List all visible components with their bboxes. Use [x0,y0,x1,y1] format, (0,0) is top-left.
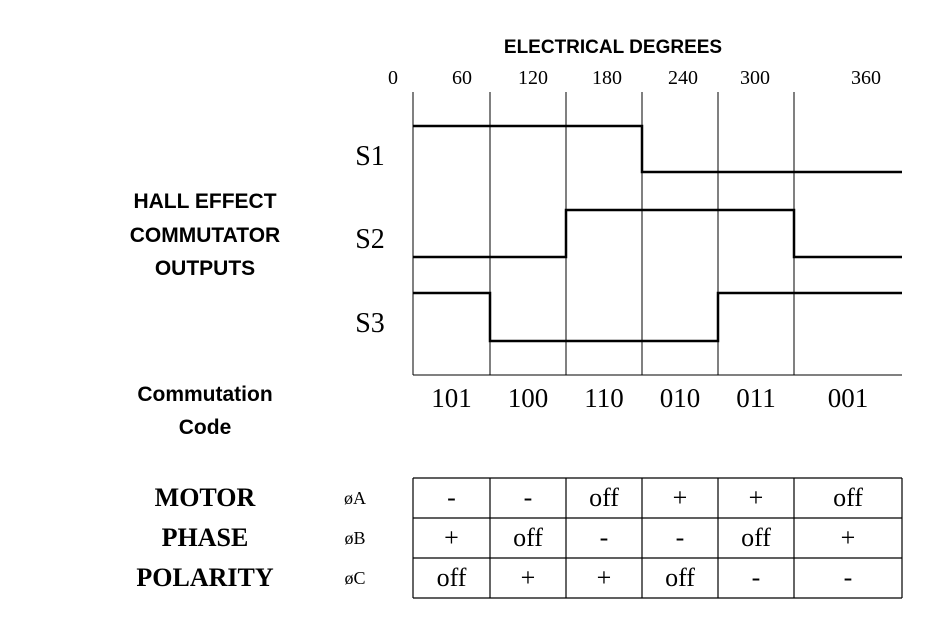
axis-title: ELECTRICAL DEGREES [504,37,722,58]
commutation-code-cell: 010 [660,383,701,413]
phase-polarity-cell: - [524,483,533,512]
phase-polarity-cell: off [589,483,619,512]
waveforms [413,124,902,343]
phase-polarity-cell: off [741,523,771,552]
motor-label-line-3: POLARITY [136,563,273,592]
phase-polarity-cell: + [841,523,856,552]
degree-tick-240: 240 [668,67,698,89]
signal-label-s1: S1 [355,141,385,172]
phase-label-c: øC [344,568,365,588]
hall-label-line-1: HALL EFFECT [133,190,276,213]
commutation-code-row: 101 100 110 010 011 001 [413,374,902,413]
phase-polarity-cell: + [597,563,612,592]
phase-polarity-cell: + [749,483,764,512]
degree-tick-360: 360 [851,67,881,89]
degree-tick-60: 60 [452,67,472,89]
phase-polarity-cell: + [444,523,459,552]
phase-polarity-cell: off [513,523,543,552]
commutation-label: Commutation Code [137,383,272,439]
degree-ticks: 0 60 120 180 240 300 360 [388,67,881,89]
commutation-code-cell: 001 [828,383,869,413]
phase-polarity-cell: off [833,483,863,512]
hall-label-line-2: COMMUTATOR [130,224,280,247]
phase-polarity-cell: off [437,563,467,592]
phase-polarity-cell: - [844,563,853,592]
grid-lines [412,92,795,375]
hall-effect-label: HALL EFFECT COMMUTATOR OUTPUTS [130,190,280,280]
waveform-s1 [413,124,902,174]
motor-label-line-1: MOTOR [155,483,256,512]
phase-polarity-cell: + [673,483,688,512]
commutation-code-cell: 011 [736,383,776,413]
degree-tick-180: 180 [592,67,622,89]
commutation-code-cell: 101 [431,383,472,413]
phase-polarity-cell: - [676,523,685,552]
degree-tick-120: 120 [518,67,548,89]
phase-polarity-cell: + [521,563,536,592]
phase-polarity-cell: - [600,523,609,552]
commutation-label-line-2: Code [179,416,232,439]
hall-label-line-3: OUTPUTS [155,257,255,280]
phase-label-b: øB [344,528,365,548]
waveform-s2 [413,208,902,259]
degree-tick-0: 0 [388,67,398,89]
phase-polarity-cell: off [665,563,695,592]
commutation-label-line-1: Commutation [137,383,272,406]
motor-phase-label: MOTOR PHASE POLARITY [136,483,273,592]
waveform-s3 [413,291,902,343]
phase-polarity-table: øA - - off + + off øB + off - - off + øC off + + off - - [344,477,903,599]
commutation-code-cell: 100 [508,383,549,413]
phase-polarity-cell: - [752,563,761,592]
commutation-code-cell: 110 [584,383,624,413]
signal-label-s2: S2 [355,224,385,255]
motor-label-line-2: PHASE [162,523,249,552]
phase-label-a: øA [344,488,366,508]
signal-label-s3: S3 [355,308,385,339]
degree-tick-300: 300 [740,67,770,89]
phase-polarity-cell: - [447,483,456,512]
